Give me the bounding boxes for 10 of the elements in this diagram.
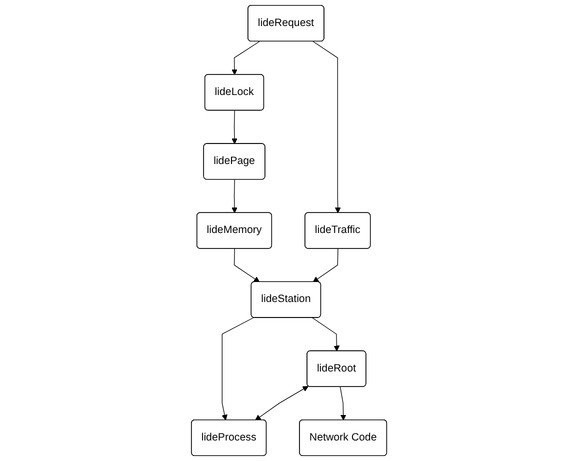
arrow (232, 179, 238, 214)
arrow (313, 248, 339, 282)
arrow (313, 41, 342, 214)
arrow (312, 318, 340, 352)
arrow (340, 386, 347, 420)
arrow (256, 386, 309, 420)
arrow (232, 41, 260, 75)
arrow (234, 248, 260, 282)
arrow (232, 110, 238, 144)
arrow (222, 317, 254, 420)
